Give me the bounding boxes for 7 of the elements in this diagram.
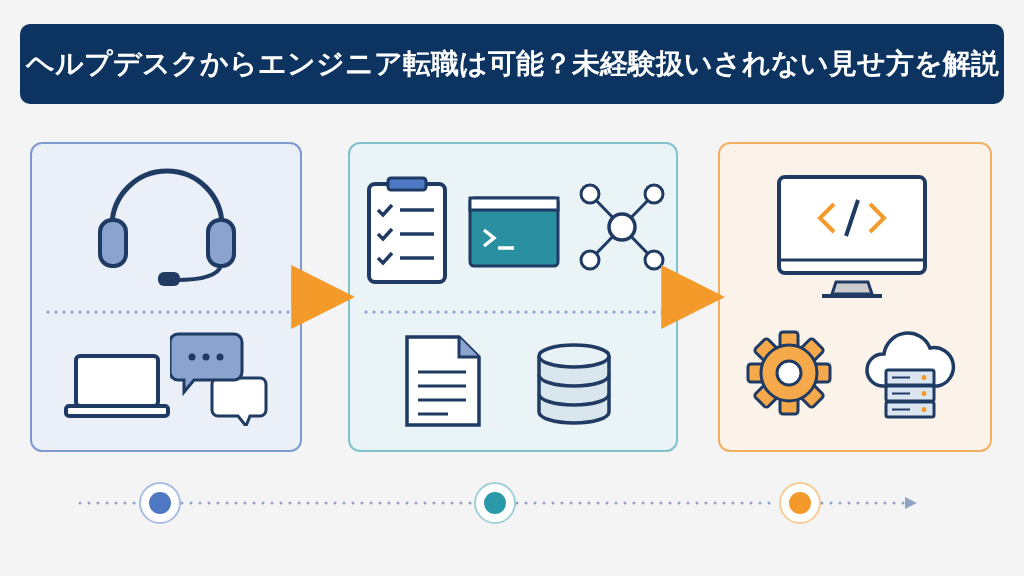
timeline-dot (778, 481, 822, 525)
arrow (661, 265, 726, 329)
timeline-line (820, 497, 917, 509)
arrow (291, 265, 356, 329)
timeline-dot (138, 481, 182, 525)
title-banner: ヘルプデスクからエンジニア転職は可能？未経験扱いされない見せ方を解説 (20, 24, 1004, 104)
timeline-dot (473, 481, 517, 525)
